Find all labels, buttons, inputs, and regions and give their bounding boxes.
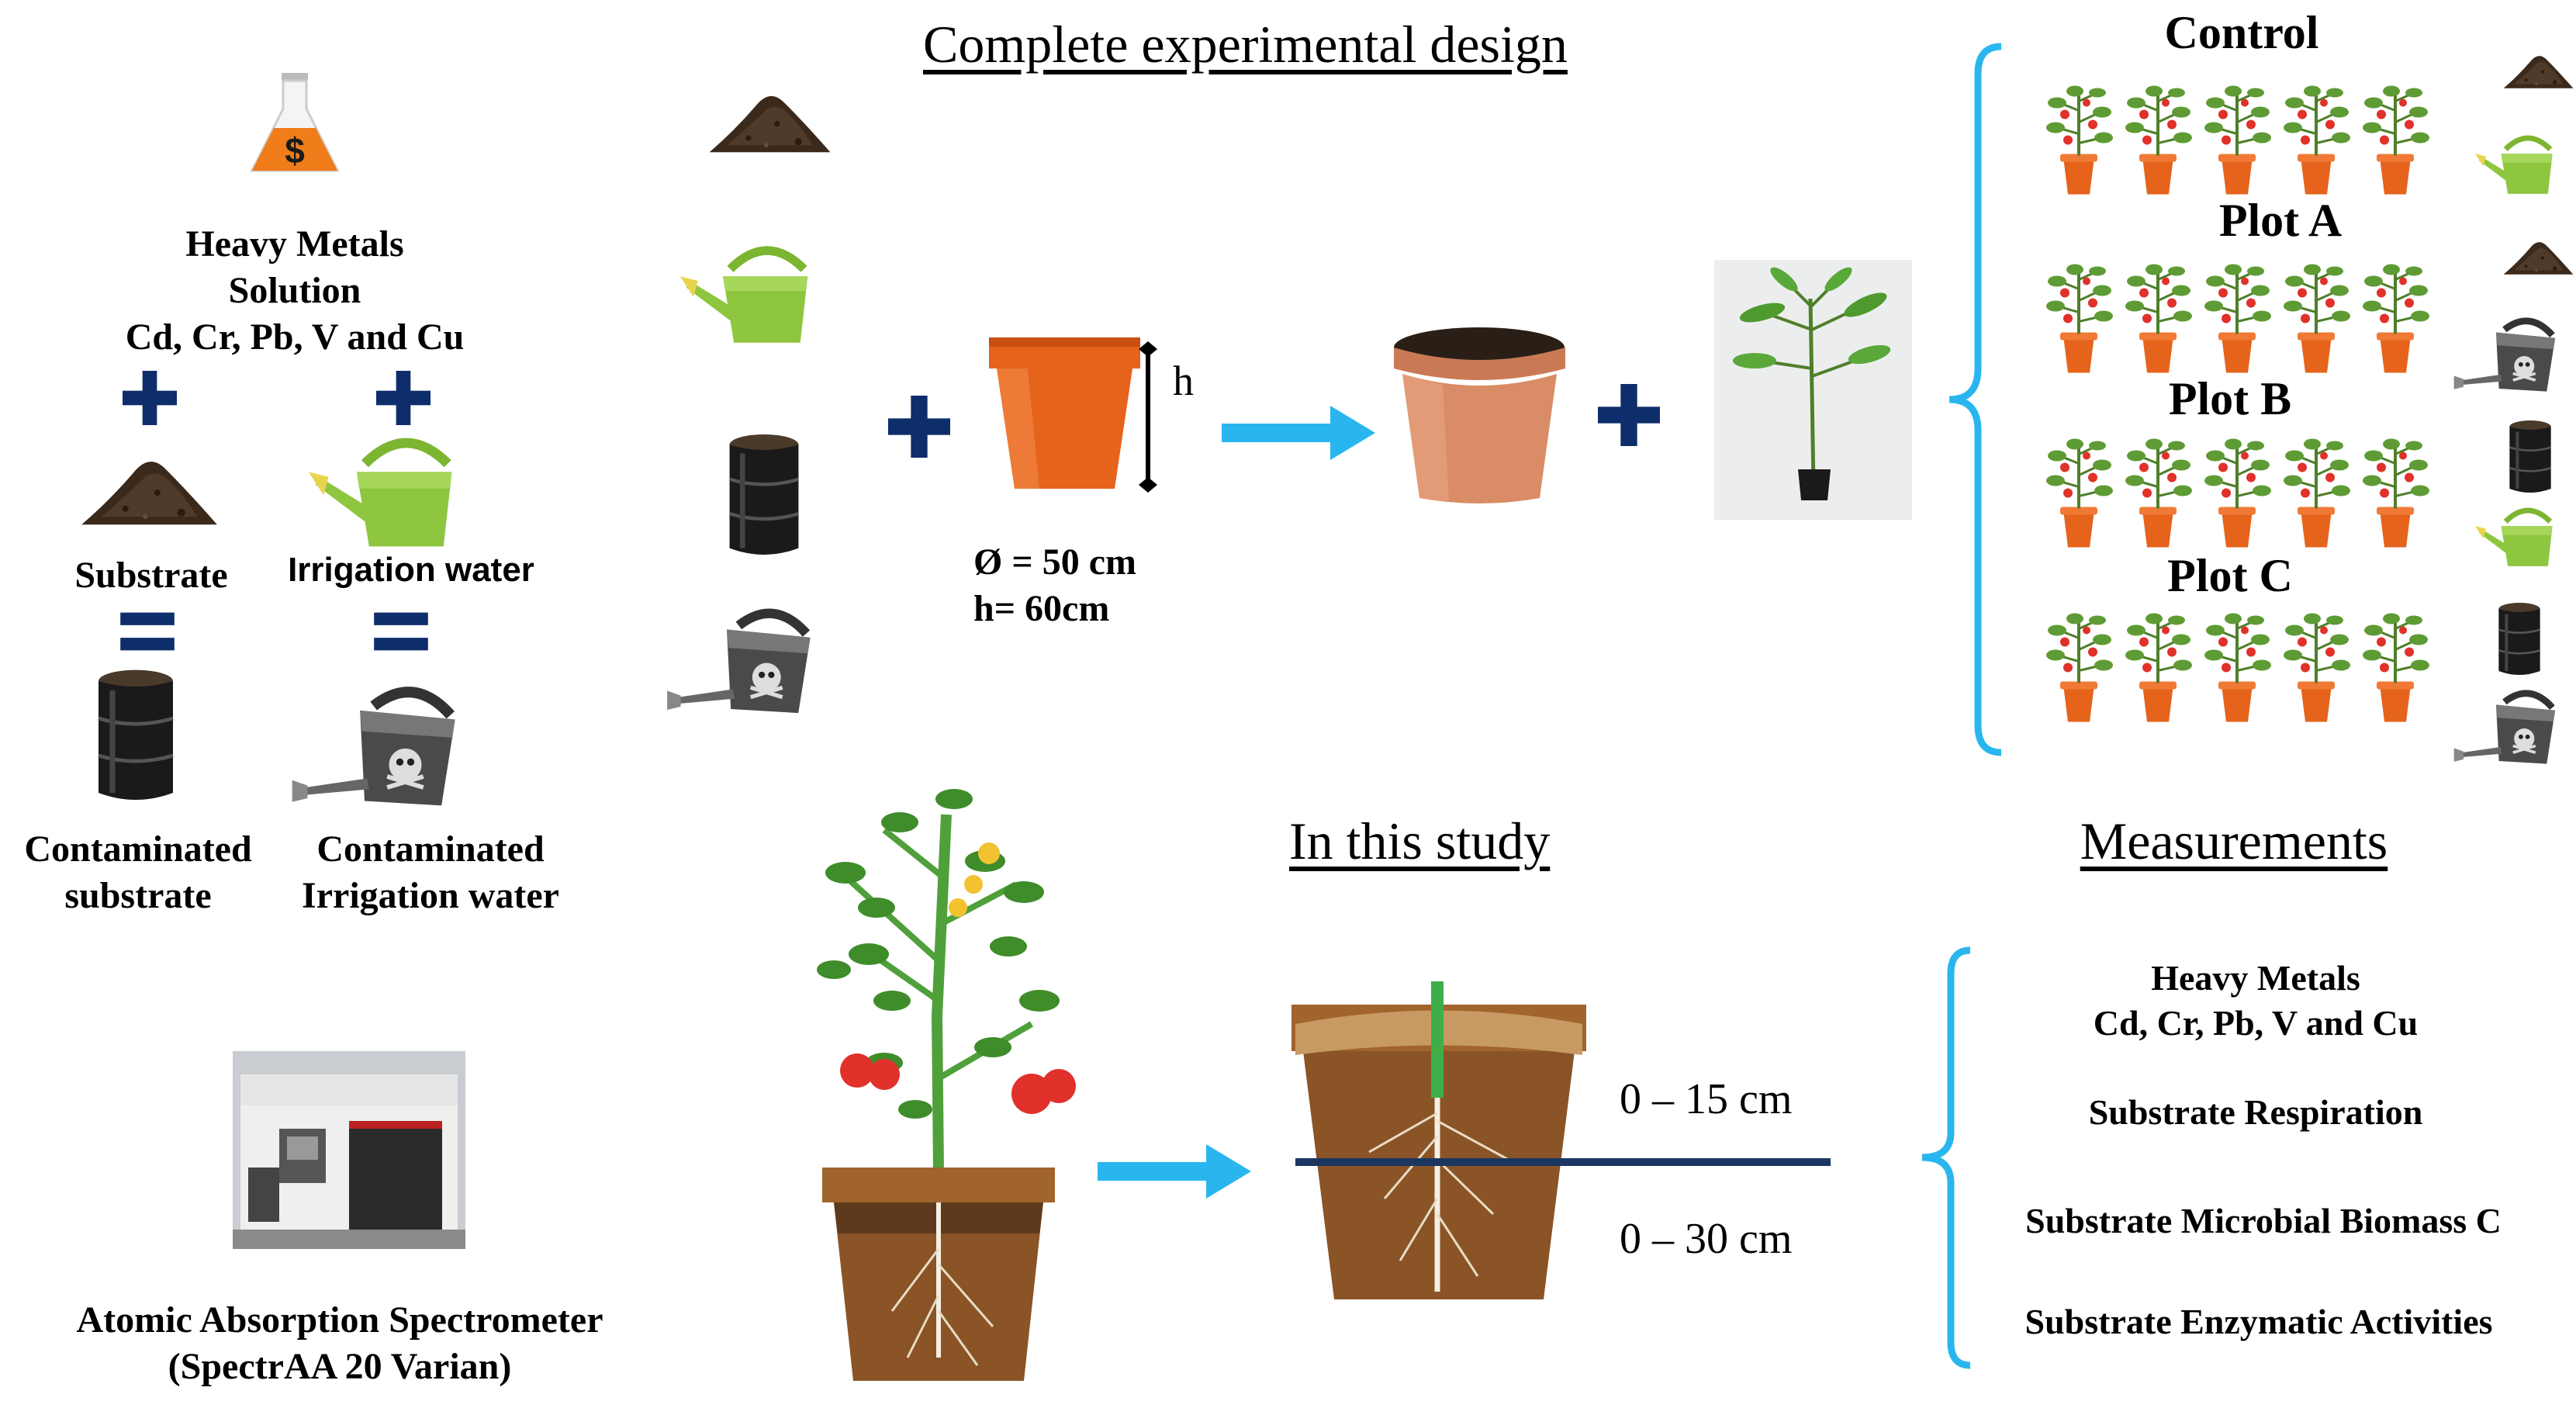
depth-top-label: 0 – 15 cm — [1620, 1075, 1793, 1123]
diameter-label: Ø = 50 cm — [973, 541, 1136, 583]
barrel-icon — [2508, 419, 2553, 494]
solution-label-line: Heavy Metals — [185, 223, 404, 265]
potted-plant-icon — [2356, 601, 2434, 729]
toxic-watering-can-icon — [663, 597, 822, 725]
potted-plant-icon — [2198, 601, 2276, 729]
spectrometer-image — [233, 1051, 465, 1249]
potted-plant-icon — [2040, 601, 2118, 729]
substrate-label: Substrate — [74, 555, 228, 596]
potted-plant-icon — [2277, 252, 2355, 380]
potted-plant-icon — [2040, 252, 2118, 380]
measurement-line: Heavy Metals — [2151, 958, 2360, 998]
irrigation-label: Irrigation water — [288, 551, 534, 589]
plot-label-a: Plot A — [2218, 195, 2343, 246]
measurement-heavy-metals: Heavy Metals Cd, Cr, Pb, V and Cu — [2094, 956, 2418, 1046]
instrument-label-line: (SpectrAA 20 Varian) — [168, 1346, 512, 1387]
contaminated-substrate-line: Contaminated — [24, 829, 252, 870]
filled-pot-icon — [1394, 327, 1565, 503]
measurements-heading: Measurements — [2080, 811, 2388, 870]
plus-icon — [888, 396, 950, 458]
page-title: Complete experimental design — [923, 15, 1568, 74]
barrel-icon — [725, 431, 803, 562]
pot-cross-section — [1291, 981, 1586, 1299]
watering-can-icon — [2474, 500, 2564, 574]
potted-plant-icon — [2356, 427, 2434, 555]
flask-icon: $ — [250, 73, 340, 172]
soil-icon — [709, 95, 831, 153]
measurements-bracket — [1921, 946, 1971, 1369]
potted-plant-icon — [2040, 74, 2118, 202]
potted-plant-icon — [2356, 252, 2434, 380]
watering-can-icon — [679, 237, 826, 353]
instrument-label-line: Atomic Absorption Spectrometer — [76, 1299, 603, 1341]
potted-plant-icon — [2040, 427, 2118, 555]
study-heading: In this study — [1289, 811, 1551, 870]
equals-icon — [120, 612, 175, 651]
contaminated-irrigation-label: Contaminated Irrigation water — [302, 826, 559, 919]
seedling-image — [1714, 260, 1912, 520]
toxic-watering-can-icon — [283, 679, 473, 815]
toxic-watering-can-icon — [2451, 683, 2564, 772]
pot-height-label: h= 60cm — [973, 588, 1110, 629]
contaminated-irrigation-line: Irrigation water — [302, 875, 559, 916]
plot-row-b — [2040, 427, 2443, 555]
potted-plant-icon — [2277, 74, 2355, 202]
tomato-plant-illustration — [817, 789, 1076, 1381]
depth-line — [1295, 1158, 1831, 1166]
contaminated-substrate-label: Contaminated substrate — [24, 826, 251, 919]
measurement-enzymatic: Substrate Enzymatic Activities — [2024, 1302, 2493, 1341]
plus-icon — [1598, 384, 1660, 446]
potted-plant-icon — [2198, 252, 2276, 380]
barrel-icon — [2497, 601, 2542, 676]
potted-plant-icon — [2356, 74, 2434, 202]
potted-plant-icon — [2198, 74, 2276, 202]
watering-can-icon — [2474, 128, 2564, 202]
measurement-respiration: Substrate Respiration — [2088, 1092, 2423, 1132]
measurement-line: Cd, Cr, Pb, V and Cu — [2093, 1003, 2419, 1043]
solution-label-line: Cd, Cr, Pb, V and Cu — [125, 317, 465, 358]
plus-icon — [123, 371, 177, 425]
watering-can-icon — [306, 431, 473, 555]
plot-label-b: Plot B — [2168, 373, 2292, 424]
plus-icon — [376, 371, 430, 425]
solution-label-line: Solution — [228, 270, 361, 311]
plots-bracket — [1948, 43, 2002, 756]
potted-plant-icon — [2277, 427, 2355, 555]
soil-icon — [2503, 242, 2574, 275]
equals-icon — [374, 612, 428, 651]
arrow-icon — [1098, 1144, 1251, 1199]
potted-plant-icon — [2277, 601, 2355, 729]
contaminated-irrigation-line: Contaminated — [316, 829, 545, 870]
potted-plant-icon — [2119, 427, 2197, 555]
svg-text:$: $ — [285, 130, 305, 171]
plot-label-control: Control — [2164, 7, 2319, 58]
plot-label-c: Plot C — [2167, 550, 2293, 601]
barrel-icon — [93, 667, 178, 807]
instrument-label: Atomic Absorption Spectrometer (SpectrAA… — [77, 1297, 603, 1390]
potted-plant-icon — [2119, 601, 2197, 729]
measurement-biomass: Substrate Microbial Biomass C — [2025, 1201, 2502, 1240]
contaminated-substrate-line: substrate — [64, 875, 212, 916]
toxic-watering-can-icon — [2451, 310, 2564, 400]
depth-bottom-label: 0 – 30 cm — [1620, 1215, 1793, 1263]
soil-icon — [81, 462, 217, 525]
plot-row-c — [2040, 601, 2443, 729]
potted-plant-icon — [2198, 427, 2276, 555]
arrow-icon — [1222, 406, 1375, 460]
potted-plant-icon — [2119, 74, 2197, 202]
soil-icon — [2503, 56, 2574, 88]
solution-label: Heavy Metals Solution Cd, Cr, Pb, V and … — [126, 221, 465, 361]
plot-row-control — [2040, 74, 2443, 202]
plot-row-a — [2040, 252, 2443, 380]
height-marker — [1139, 341, 1157, 493]
potted-plant-icon — [2119, 252, 2197, 380]
pot-icon — [989, 337, 1140, 489]
pot-dimensions: Ø = 50 cm h= 60cm — [973, 539, 1136, 632]
height-symbol: h — [1173, 358, 1194, 404]
